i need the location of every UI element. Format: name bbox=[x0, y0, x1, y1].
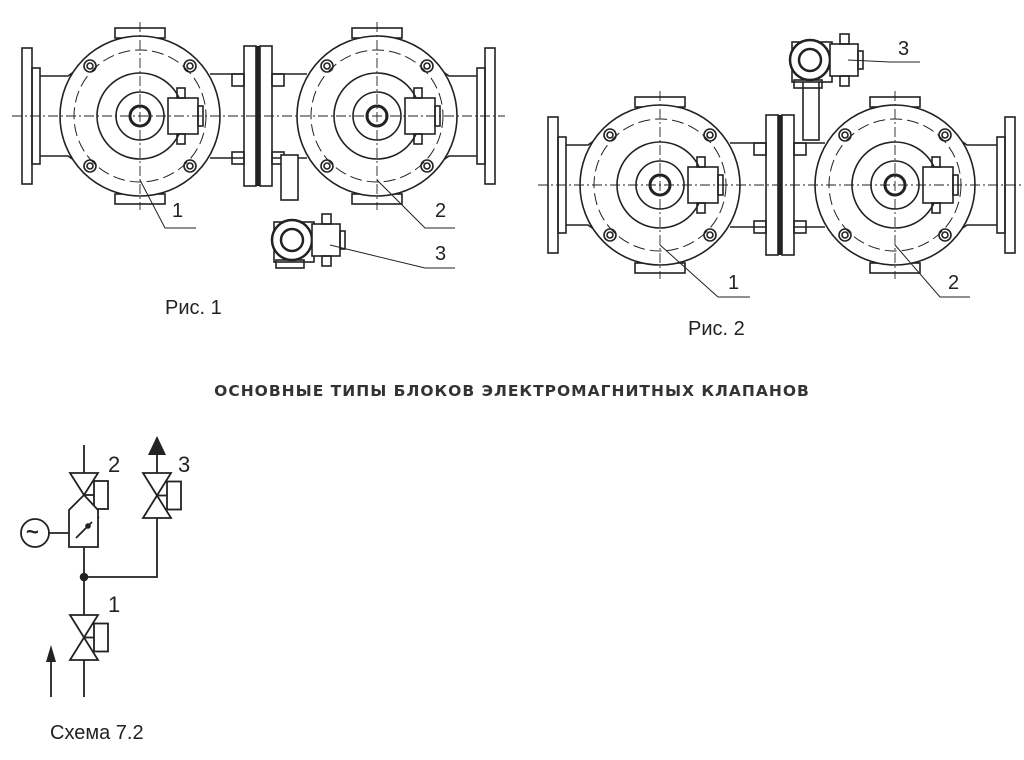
fig1-leader-1 bbox=[139, 179, 196, 229]
fig2-label-3: 3 bbox=[898, 38, 910, 60]
fig2-leader-2 bbox=[894, 244, 970, 298]
fig1-valve-3-coil bbox=[311, 223, 341, 257]
bolt bbox=[320, 159, 334, 173]
flange-nut bbox=[793, 220, 807, 234]
bolt bbox=[86, 62, 94, 70]
fig1-label-1: 1 bbox=[172, 200, 184, 222]
bolt bbox=[838, 228, 852, 242]
flange-nut bbox=[753, 142, 767, 156]
fig1-valve-3-nut bbox=[321, 213, 332, 225]
bolt bbox=[841, 231, 849, 239]
fig1-label-3: 3 bbox=[435, 243, 447, 265]
scheme-valve-1-actuator bbox=[93, 622, 109, 653]
fig1-valve-1-nut bbox=[176, 133, 186, 145]
bolt bbox=[603, 228, 617, 242]
fig2-valve-3-base bbox=[793, 79, 823, 89]
bolt bbox=[938, 128, 952, 142]
fig1-leader-3 bbox=[329, 244, 455, 269]
ac-symbol: ~ bbox=[26, 519, 39, 544]
fig2-valve-3-nut bbox=[839, 75, 850, 87]
fig2-valve-3-nut bbox=[839, 33, 850, 45]
flow-arrow-icon bbox=[46, 645, 56, 662]
flange-nut bbox=[753, 220, 767, 234]
fig1-leader-2 bbox=[376, 179, 455, 229]
bolt bbox=[83, 159, 97, 173]
fig1-valve-3-base bbox=[275, 259, 305, 269]
scheme-valve-2-actuator bbox=[93, 480, 109, 510]
page-title: ОСНОВНЫЕ ТИПЫ БЛОКОВ ЭЛЕКТРОМАГНИТНЫХ КЛ… bbox=[214, 382, 810, 400]
bolt bbox=[320, 59, 334, 73]
bolt bbox=[606, 131, 614, 139]
ac-generator-symbol bbox=[20, 518, 50, 548]
fig1-valve-3-stem bbox=[279, 227, 305, 253]
scheme-caption: Схема 7.2 bbox=[50, 722, 144, 744]
outlet-arrow-icon bbox=[148, 436, 166, 455]
bolt bbox=[186, 162, 194, 170]
bolt bbox=[941, 131, 949, 139]
flange-nut bbox=[271, 73, 285, 87]
fig1-valve-1-nut bbox=[176, 87, 186, 99]
fig2-valve-1-nut bbox=[696, 156, 706, 168]
flange-nut bbox=[231, 151, 245, 165]
bolt bbox=[706, 231, 714, 239]
flange-nut bbox=[231, 73, 245, 87]
bolt bbox=[183, 59, 197, 73]
bolt bbox=[323, 162, 331, 170]
flange-nut bbox=[793, 142, 807, 156]
fig1-valve-3-nut bbox=[321, 255, 332, 267]
scheme-regulator-needle bbox=[85, 523, 91, 529]
fig2-valve-3-stem bbox=[797, 47, 823, 73]
scheme-line bbox=[84, 518, 158, 578]
bolt bbox=[841, 131, 849, 139]
bolt bbox=[423, 162, 431, 170]
fig2-valve-2-nut bbox=[931, 156, 941, 168]
bolt bbox=[703, 228, 717, 242]
bolt bbox=[423, 62, 431, 70]
fig1-label-2: 2 bbox=[435, 200, 447, 222]
fig1-valve-3-coil-cap bbox=[339, 230, 346, 250]
bolt bbox=[706, 131, 714, 139]
scheme-label-1: 1 bbox=[108, 592, 121, 617]
bolt bbox=[838, 128, 852, 142]
fig1-valve-2-nut bbox=[413, 133, 423, 145]
bolt bbox=[420, 59, 434, 73]
bolt bbox=[420, 159, 434, 173]
fig2-valve-3-coil-cap bbox=[857, 50, 864, 70]
bolt bbox=[83, 59, 97, 73]
fig2-valve-3-body bbox=[788, 38, 832, 82]
fig1-valve-3-body bbox=[270, 218, 314, 262]
scheme-label-3: 3 bbox=[178, 452, 191, 477]
bolt bbox=[941, 231, 949, 239]
fig2-valve-2-nut bbox=[931, 202, 941, 214]
scheme-label-2: 2 bbox=[108, 452, 121, 477]
bolt bbox=[323, 62, 331, 70]
bolt bbox=[86, 162, 94, 170]
fig2-label-2: 2 bbox=[948, 272, 960, 294]
bolt bbox=[938, 228, 952, 242]
bolt bbox=[183, 159, 197, 173]
bolt bbox=[606, 231, 614, 239]
bolt bbox=[703, 128, 717, 142]
fig2-label-1: 1 bbox=[728, 272, 740, 294]
bolt bbox=[603, 128, 617, 142]
fig1-valve-2-nut bbox=[413, 87, 423, 99]
fig1-bypass-pipe bbox=[280, 154, 299, 201]
fig2-caption: Рис. 2 bbox=[688, 318, 745, 340]
fig2-leader-1 bbox=[659, 244, 750, 298]
fig2-leader-3 bbox=[847, 59, 920, 63]
scheme-valve-3-actuator bbox=[166, 480, 182, 511]
fig1-caption: Рис. 1 bbox=[165, 297, 222, 319]
bolt bbox=[186, 62, 194, 70]
fig2-valve-1-nut bbox=[696, 202, 706, 214]
